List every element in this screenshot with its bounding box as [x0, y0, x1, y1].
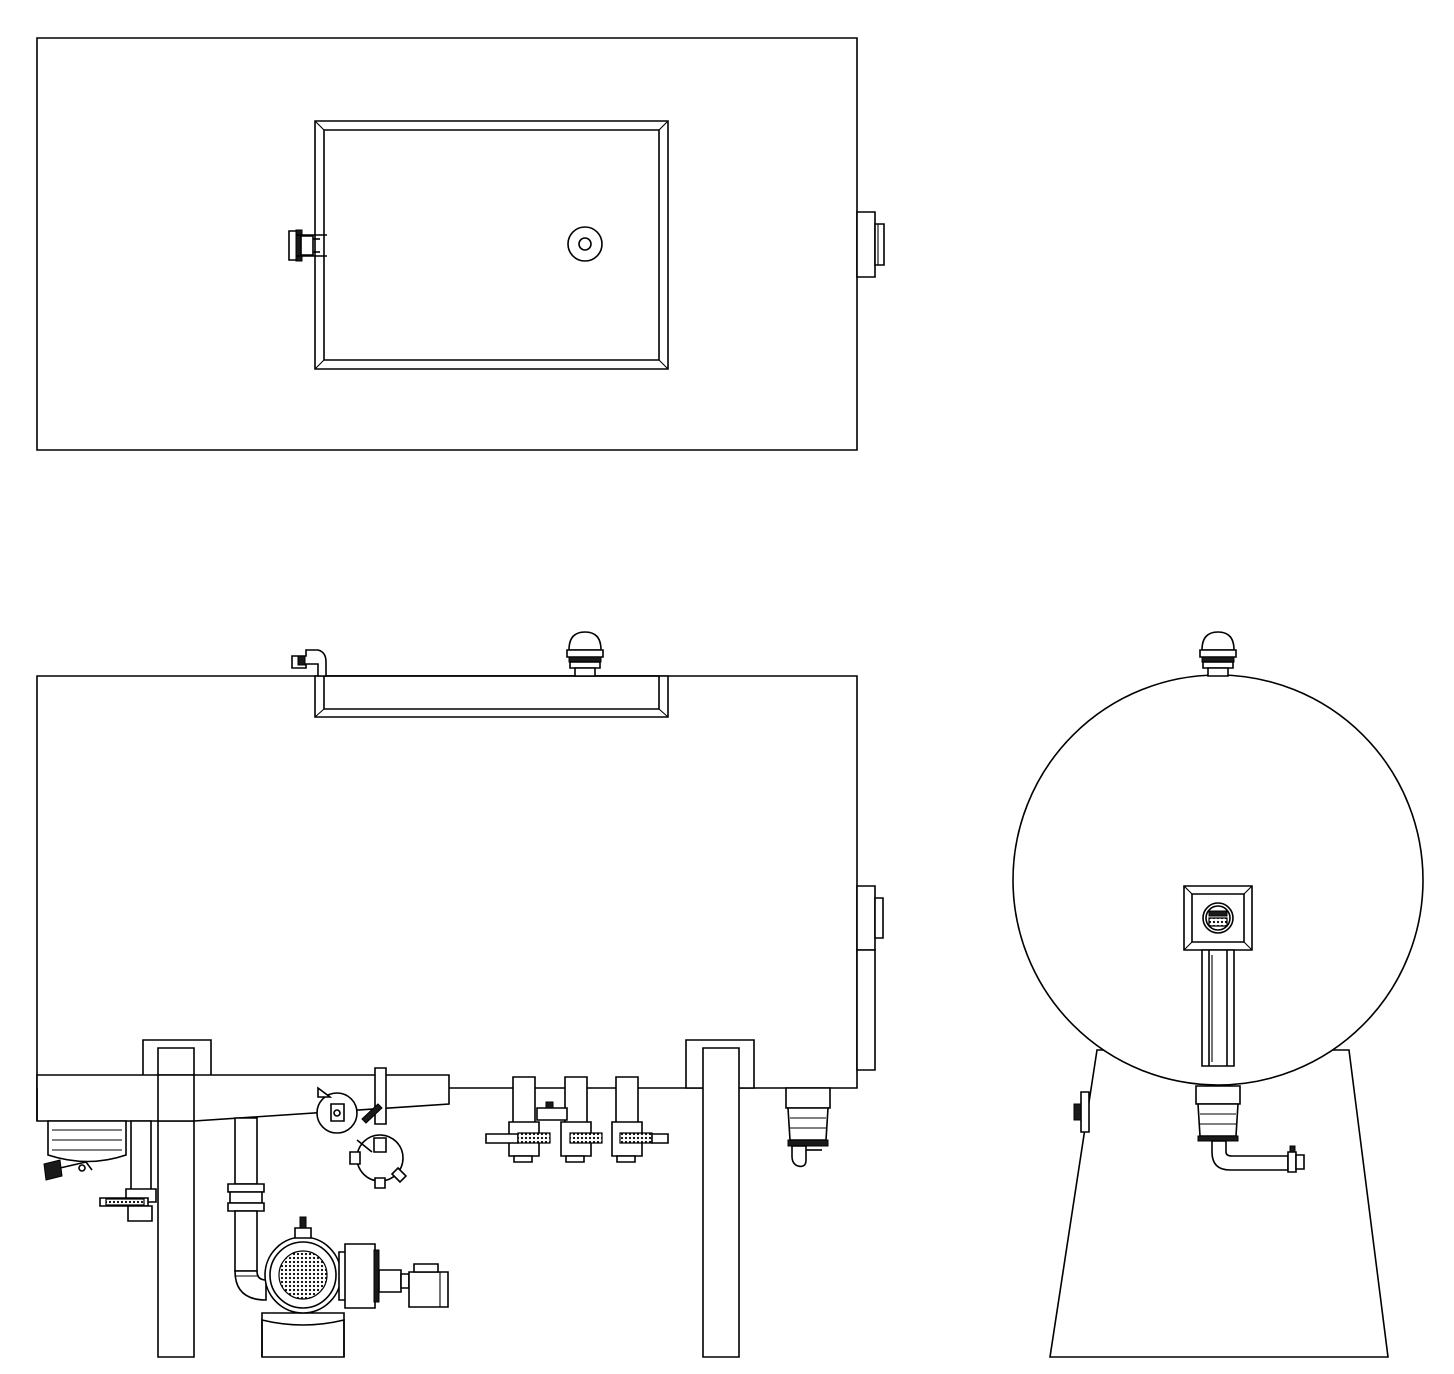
side-left-drop-pipe — [100, 1121, 156, 1221]
top-view-lid-hinge — [289, 230, 327, 261]
side-pipe-valve-assembly — [317, 1068, 406, 1188]
end-sight-tube — [1202, 950, 1234, 1066]
end-stand-side-fitting — [1074, 1092, 1089, 1132]
side-manway-lid — [315, 676, 668, 717]
end-bottom-outlet — [1196, 1086, 1304, 1172]
end-level-gauge — [1184, 886, 1252, 950]
side-right-nozzle — [857, 886, 883, 1070]
side-pump-suction-pipe — [228, 1118, 266, 1300]
side-pump-motor — [262, 1217, 448, 1357]
end-vent-cap — [1200, 632, 1236, 676]
top-view-manway-lid — [315, 121, 668, 369]
end-elevation-view — [1013, 632, 1423, 1357]
side-lid-hinge — [292, 650, 326, 676]
side-right-outlet — [786, 1088, 830, 1166]
side-leg-right — [686, 1040, 754, 1357]
side-valve-1 — [486, 1077, 550, 1162]
top-view — [37, 38, 884, 450]
side-valve-2 — [537, 1077, 602, 1162]
side-bottom-outlet-pipe — [37, 1075, 449, 1121]
side-vent-cap — [567, 632, 603, 676]
side-tank-body — [37, 676, 857, 1088]
top-view-side-nozzle — [857, 212, 884, 277]
side-valve-3 — [612, 1077, 668, 1162]
side-elevation-view — [37, 632, 883, 1357]
top-view-vent-fitting — [568, 227, 602, 261]
side-left-strainer — [44, 1121, 126, 1180]
